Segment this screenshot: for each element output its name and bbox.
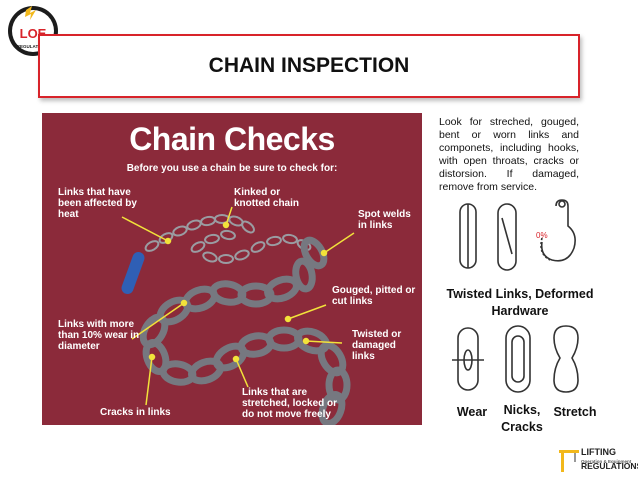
caption-twisted-links: Twisted Links, Deformed Hardware: [446, 287, 594, 318]
title-box: CHAIN INSPECTION: [38, 34, 580, 98]
footer-logo-line3: REGULATIONS: [581, 461, 638, 471]
label-heat: Links that have been affected by heat: [58, 187, 137, 220]
chain-checks-poster: Chain Checks Before you use a chain be s…: [42, 113, 422, 425]
caption-nicks: Nicks, Cracks: [501, 403, 543, 434]
svg-text:0%: 0%: [536, 231, 548, 240]
lifting-regulations-logo: LIFTING Operation & Equipment REGULATION…: [555, 444, 638, 474]
percent-label: 0%: [536, 231, 548, 240]
poster-subtitle: Before you use a chain be sure to check …: [126, 163, 338, 174]
footer-logo-line1: LIFTING: [581, 447, 616, 457]
footer-logo-line2: Operation & Equipment: [581, 459, 632, 464]
inspection-description: Look for streched, gouged, bent or worn …: [439, 116, 579, 193]
crane-icon: [559, 450, 579, 472]
poster-title: Chain Checks: [129, 121, 335, 157]
caption-stretch: Stretch: [553, 405, 597, 419]
label-spot-welds: Spot welds in links: [358, 209, 411, 231]
label-kinked: Kinked or knotted chain: [234, 187, 300, 209]
svg-text:REGULATIONS: REGULATIONS: [17, 44, 49, 49]
wear-nicks-stretch-diagram: [452, 325, 579, 393]
chain-illustration: [121, 206, 355, 425]
label-twisted: Twisted or damaged links: [352, 329, 402, 362]
label-stretched: Links that are stretched, locked or do n…: [242, 387, 338, 420]
twisted-links-diagram: 0%: [459, 199, 576, 271]
label-wear: Links with more than 10% wear in diamete…: [58, 319, 140, 352]
caption-wear: Wear: [456, 405, 488, 419]
label-gouged: Gouged, pitted or cut links: [332, 285, 416, 307]
logo-subtext: REGULATIONS: [17, 44, 49, 49]
page-title: CHAIN INSPECTION: [208, 54, 410, 77]
label-cracks: Cracks in links: [100, 407, 171, 418]
